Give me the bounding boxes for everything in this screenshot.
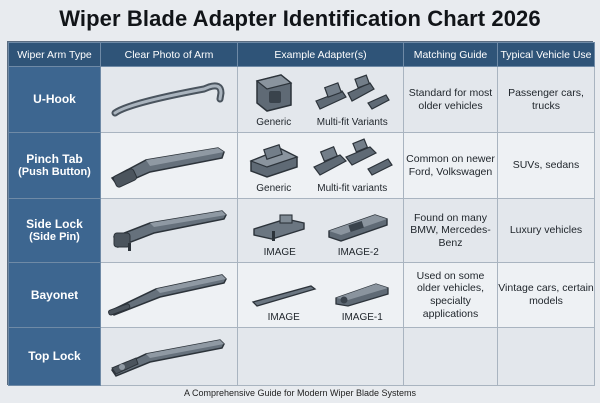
guide-cell [403, 327, 498, 386]
pinch-tab-arm-icon [110, 146, 225, 188]
bayonet-strip-icon [251, 285, 317, 307]
adapter-image: IMAGE [249, 280, 319, 324]
arm-type-label: Top Lock [28, 349, 81, 364]
header-arm-type: Wiper Arm Type [8, 42, 101, 67]
adapter-image: IMAGE [250, 205, 310, 259]
adapter-label: Generic [256, 183, 292, 194]
adapter-multifit: Multi-fit variants [310, 137, 394, 195]
arm-type-cell: Top Lock [8, 327, 101, 386]
arm-type-label: Bayonet [30, 287, 79, 302]
multi-fit-adapter-icon [315, 74, 391, 110]
table-row: U-Hook Generic [8, 66, 595, 133]
arm-type-sublabel: (Side Pin) [29, 231, 80, 244]
table-row: Bayonet IMAGE [8, 262, 595, 328]
bayonet-adapter-icon [335, 283, 389, 307]
arm-type-cell: Side Lock (Side Pin) [8, 198, 101, 263]
arm-type-label: Pinch Tab [26, 151, 83, 166]
adapter-cell: IMAGE IMAGE-1 [237, 262, 404, 328]
side-lock-arm-icon [113, 209, 227, 251]
guide-cell: Common on newer Ford, Volkswagen [403, 132, 498, 199]
adapter-cell-empty [237, 327, 404, 386]
vehicle-use-cell [497, 327, 595, 386]
chart-title: Wiper Blade Adapter Identification Chart… [59, 6, 541, 31]
adapter-label: IMAGE-1 [341, 312, 383, 323]
vehicle-use-cell: SUVs, sedans [497, 132, 595, 199]
arm-type-cell: Pinch Tab (Push Button) [8, 132, 101, 199]
pinch-tab-adapter-icon [249, 144, 299, 178]
adapter-image-1: IMAGE-1 [332, 276, 392, 324]
adapter-image-2: IMAGE-2 [325, 205, 391, 259]
arm-photo-cell [100, 66, 238, 133]
arm-type-cell: Bayonet [8, 262, 101, 328]
header-adapters: Example Adapter(s) [237, 42, 404, 67]
adapter-cell: IMAGE IMAGE-2 [237, 198, 404, 263]
arm-type-label: U-Hook [33, 92, 76, 107]
adapter-generic: Generic [247, 137, 301, 195]
adapter-label: IMAGE-2 [337, 247, 379, 258]
guide-cell: Found on many BMW, Mercedes-Benz [403, 198, 498, 263]
arm-type-label: Side Lock [26, 216, 83, 231]
top-lock-arm-icon [110, 338, 225, 377]
identification-table: Wiper Arm Type Clear Photo of Arm Exampl… [7, 41, 595, 386]
adapter-multifit: Multi-fit Variants [312, 71, 392, 129]
adapter-label: Multi-fit Variants [316, 117, 388, 128]
adapter-label: Multi-fit variants [317, 183, 388, 194]
adapter-label: Generic [256, 117, 292, 128]
side-pin-adapter-icon [253, 214, 305, 241]
arm-photo-cell [100, 132, 238, 199]
arm-photo-cell [100, 262, 238, 328]
u-hook-adapter-icon [255, 74, 293, 112]
arm-photo-cell [100, 198, 238, 263]
header-vehicle-use: Typical Vehicle Use [497, 42, 595, 67]
adapter-generic: Generic [249, 71, 299, 129]
u-hook-arm-icon [111, 82, 225, 117]
table-row: Pinch Tab (Push Button) [8, 132, 595, 199]
header-photo: Clear Photo of Arm [100, 42, 238, 67]
arm-type-sublabel: (Push Button) [18, 166, 91, 179]
guide-cell: Standard for most older vehicles [403, 66, 498, 133]
adapter-cell: Generic Multi-fit variants [237, 132, 404, 199]
adapter-label: IMAGE [263, 247, 296, 258]
adapter-label: IMAGE [267, 312, 300, 323]
vehicle-use-cell: Vintage cars, certain models [497, 262, 595, 328]
header-row: Wiper Arm Type Clear Photo of Arm Exampl… [8, 42, 595, 67]
arm-type-cell: U-Hook [8, 66, 101, 133]
adapter-cell: Generic Multi-fit Variants [237, 66, 404, 133]
side-pin-adapter-icon [328, 214, 388, 242]
footer-caption: A Comprehensive Guide for Modern Wiper B… [183, 388, 417, 398]
guide-cell: Used on some older vehicles, specialty a… [403, 262, 498, 328]
table-row: Side Lock (Side Pin) [8, 198, 595, 263]
header-guide: Matching Guide [403, 42, 498, 67]
bayonet-arm-icon [108, 274, 227, 317]
vehicle-use-cell: Luxury vehicles [497, 198, 595, 263]
table-row: Top Lock [8, 327, 595, 386]
arm-photo-cell [100, 327, 238, 386]
multi-fit-adapter-icon [313, 138, 394, 176]
vehicle-use-cell: Passenger cars, trucks [497, 66, 595, 133]
